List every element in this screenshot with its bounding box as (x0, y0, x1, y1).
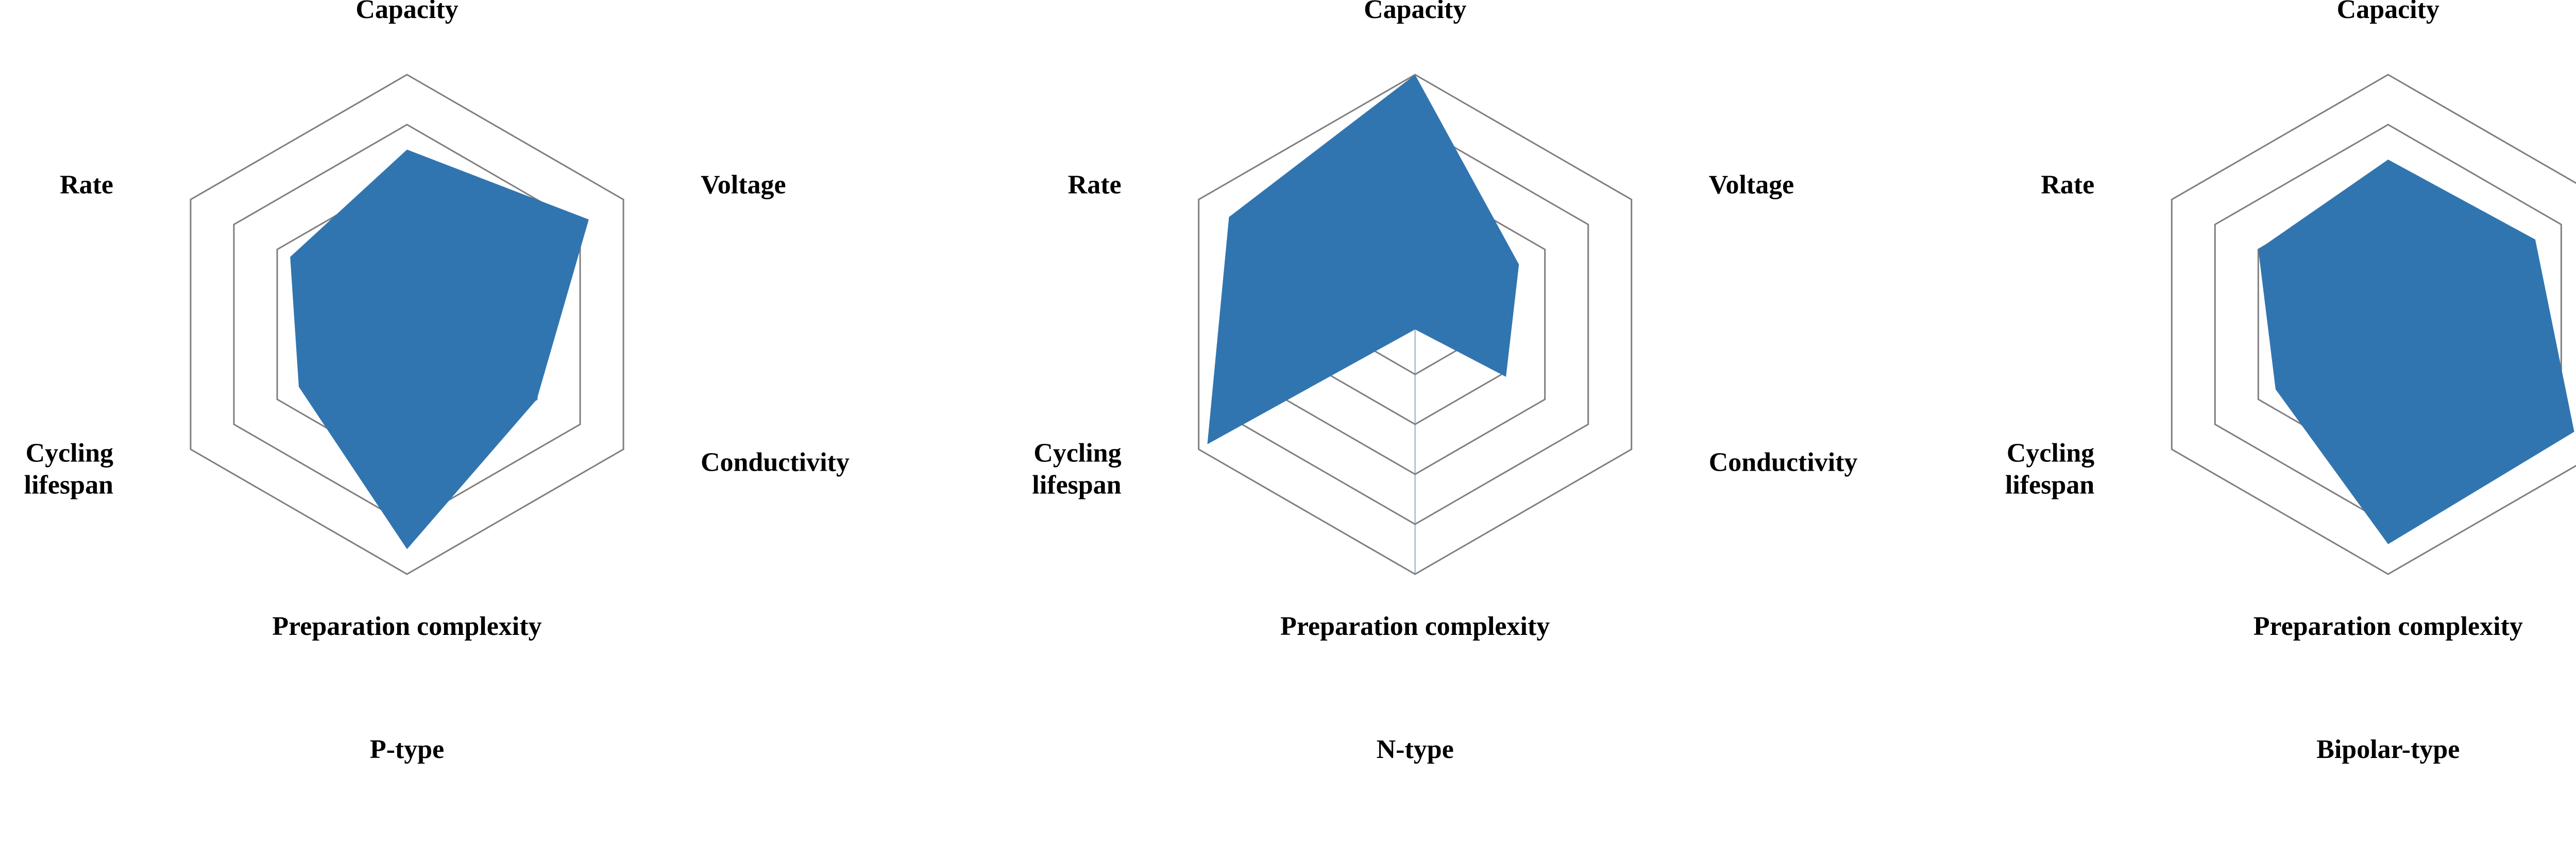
radar-series-area (290, 149, 589, 549)
panel-caption: P-type (370, 735, 444, 764)
axis-label-capacity: Capacity (355, 0, 458, 24)
panel-caption: N-type (1377, 735, 1454, 764)
axis-label-voltage: Voltage (701, 170, 786, 200)
axis-label-rate: Rate (2041, 170, 2094, 200)
radar-series-area (2258, 159, 2574, 544)
axis-label-preparation-complexity: Preparation complexity (2253, 612, 2522, 641)
axis-label-preparation-complexity: Preparation complexity (1280, 612, 1550, 641)
axis-label-capacity: Capacity (1364, 0, 1466, 24)
axis-label-conductivity: Conductivity (1709, 447, 1858, 477)
radar-series-area (1207, 75, 1519, 444)
panel-caption: Bipolar-type (2316, 735, 2460, 764)
axis-label-preparation-complexity: Preparation complexity (272, 612, 541, 641)
axis-label-capacity: Capacity (2336, 0, 2439, 24)
axis-label-rate: Rate (1068, 170, 1122, 200)
radar-ring-5 (190, 74, 624, 575)
radar-ring-5 (2171, 74, 2576, 575)
axis-label-conductivity: Conductivity (701, 447, 850, 477)
radar-ring-5 (1198, 74, 1633, 575)
axis-label-voltage: Voltage (1709, 170, 1794, 200)
axis-label-rate: Rate (60, 170, 113, 200)
